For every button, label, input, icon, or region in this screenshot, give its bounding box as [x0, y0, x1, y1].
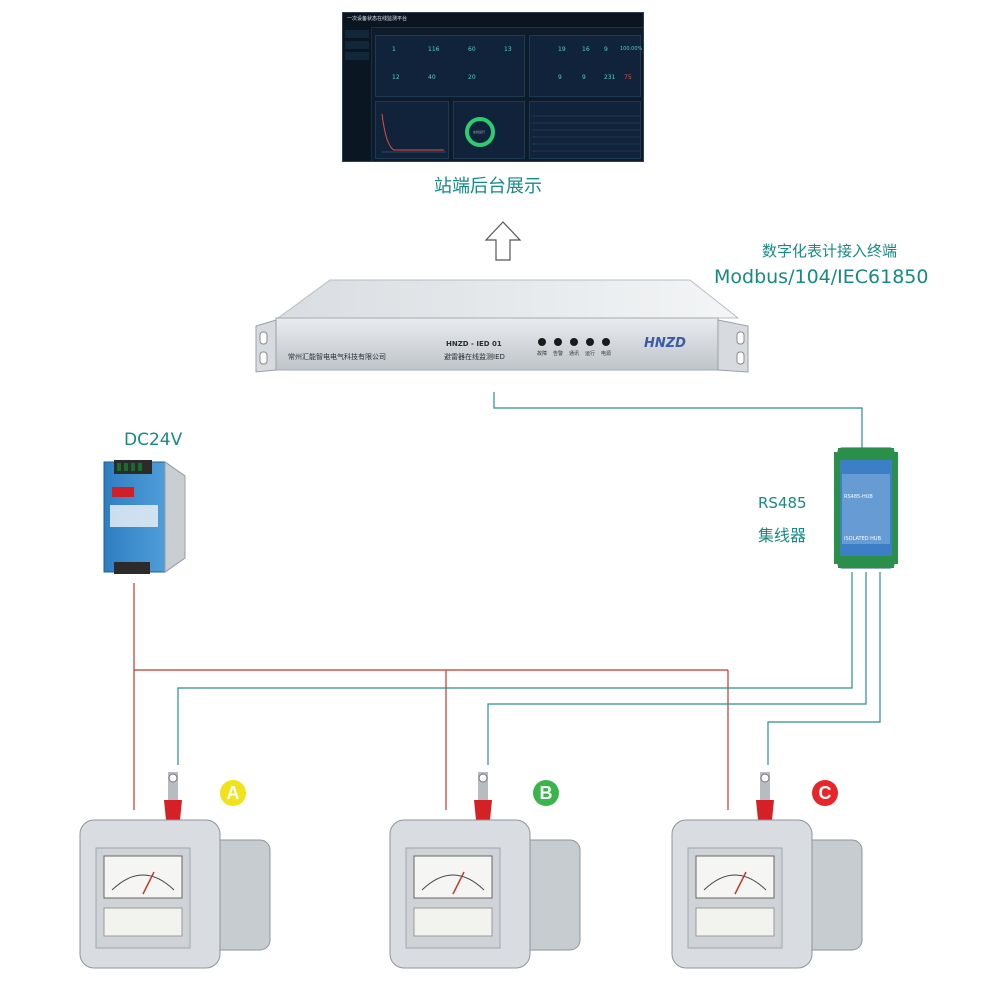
- rs485-caption-line2: 集线器: [758, 526, 807, 545]
- meter-a: [79, 772, 271, 969]
- led-fault-icon: [538, 338, 546, 346]
- rs485-caption-line1: RS485: [758, 494, 807, 512]
- backend-caption: 站端后台展示: [434, 176, 542, 197]
- rs485-hub: [834, 447, 898, 569]
- kpi-value: 12: [392, 74, 400, 81]
- dc24v-power-supply: [103, 460, 186, 574]
- kpi-value: 13: [504, 46, 512, 53]
- terminal-caption-line2: Modbus/104/IEC61850: [714, 266, 929, 288]
- led-comm-icon: [570, 338, 578, 346]
- led-alarm-icon: [554, 338, 562, 346]
- kpi-value: 19: [558, 46, 566, 53]
- phase-b-badge: B: [533, 780, 559, 806]
- kpi-value: 9: [604, 46, 608, 53]
- led-power-icon: [602, 338, 610, 346]
- status-ring: [465, 117, 495, 147]
- kpi-value: 9: [558, 74, 562, 81]
- kpi-value: 9: [582, 74, 586, 81]
- kpi-value: 75: [624, 74, 632, 81]
- ied-brand-logo: HNZD: [644, 336, 686, 351]
- up-arrow-icon: [484, 221, 522, 261]
- meter-b: [389, 772, 581, 969]
- kpi-value: 16: [582, 46, 590, 53]
- kpi-value: 1: [392, 46, 396, 53]
- data-table: [532, 115, 640, 152]
- ied-front-panel: 常州汇能智电电气科技有限公司 HNZD - IED 01 避雷器在线监测IED …: [252, 280, 752, 392]
- kpi-value: 100.00%: [620, 46, 643, 52]
- dashboard-sidebar: [343, 27, 372, 161]
- phase-a-badge: A: [220, 780, 246, 806]
- hub-subtitle: ISOLATED HUB: [844, 536, 882, 542]
- signal-wires: [177, 392, 881, 765]
- status-ring-panel: 在线运行: [453, 101, 525, 159]
- ring-label: 在线运行: [473, 130, 486, 134]
- led-run-icon: [586, 338, 594, 346]
- kpi-value: 116: [428, 46, 440, 53]
- led-label: 告警: [553, 351, 564, 357]
- kpi-value: 20: [468, 74, 476, 81]
- power-caption: DC24V: [124, 430, 183, 450]
- ied-chassis: [255, 279, 749, 373]
- kpi-value: 231: [604, 74, 616, 81]
- data-table-panel: [529, 101, 641, 159]
- ied-company: 常州汇能智电电气科技有限公司: [288, 353, 386, 361]
- dashboard-title: 一次设备状态在线监测平台: [347, 16, 408, 22]
- kpi-panel-right: 19 16 9 100.00% 9 9 231 75: [529, 35, 643, 97]
- meter-c: [671, 772, 863, 969]
- hub-title: RS485-HUB: [844, 494, 873, 500]
- dashboard-topbar: 一次设备状态在线监测平台: [343, 13, 643, 28]
- led-label: 运行: [585, 351, 596, 357]
- led-label: 通讯: [569, 351, 580, 357]
- ied-model: HNZD - IED 01: [446, 340, 502, 348]
- terminal-caption-line1: 数字化表计接入终端: [762, 242, 898, 260]
- power-wires: [133, 583, 729, 810]
- backend-dashboard: 一次设备状态在线监测平台 1 116 60 13 12 40 20 19 16 …: [342, 12, 644, 162]
- phase-c-badge: C: [812, 780, 838, 806]
- led-label: 故障: [537, 351, 548, 357]
- kpi-value: 40: [428, 74, 436, 81]
- led-label: 电源: [601, 351, 612, 357]
- trend-line: [381, 113, 446, 153]
- ied-name: 避雷器在线监测IED: [444, 353, 505, 361]
- kpi-panel-left: 1 116 60 13 12 40 20: [375, 35, 525, 97]
- trend-panel: [375, 101, 449, 159]
- kpi-value: 60: [468, 46, 476, 53]
